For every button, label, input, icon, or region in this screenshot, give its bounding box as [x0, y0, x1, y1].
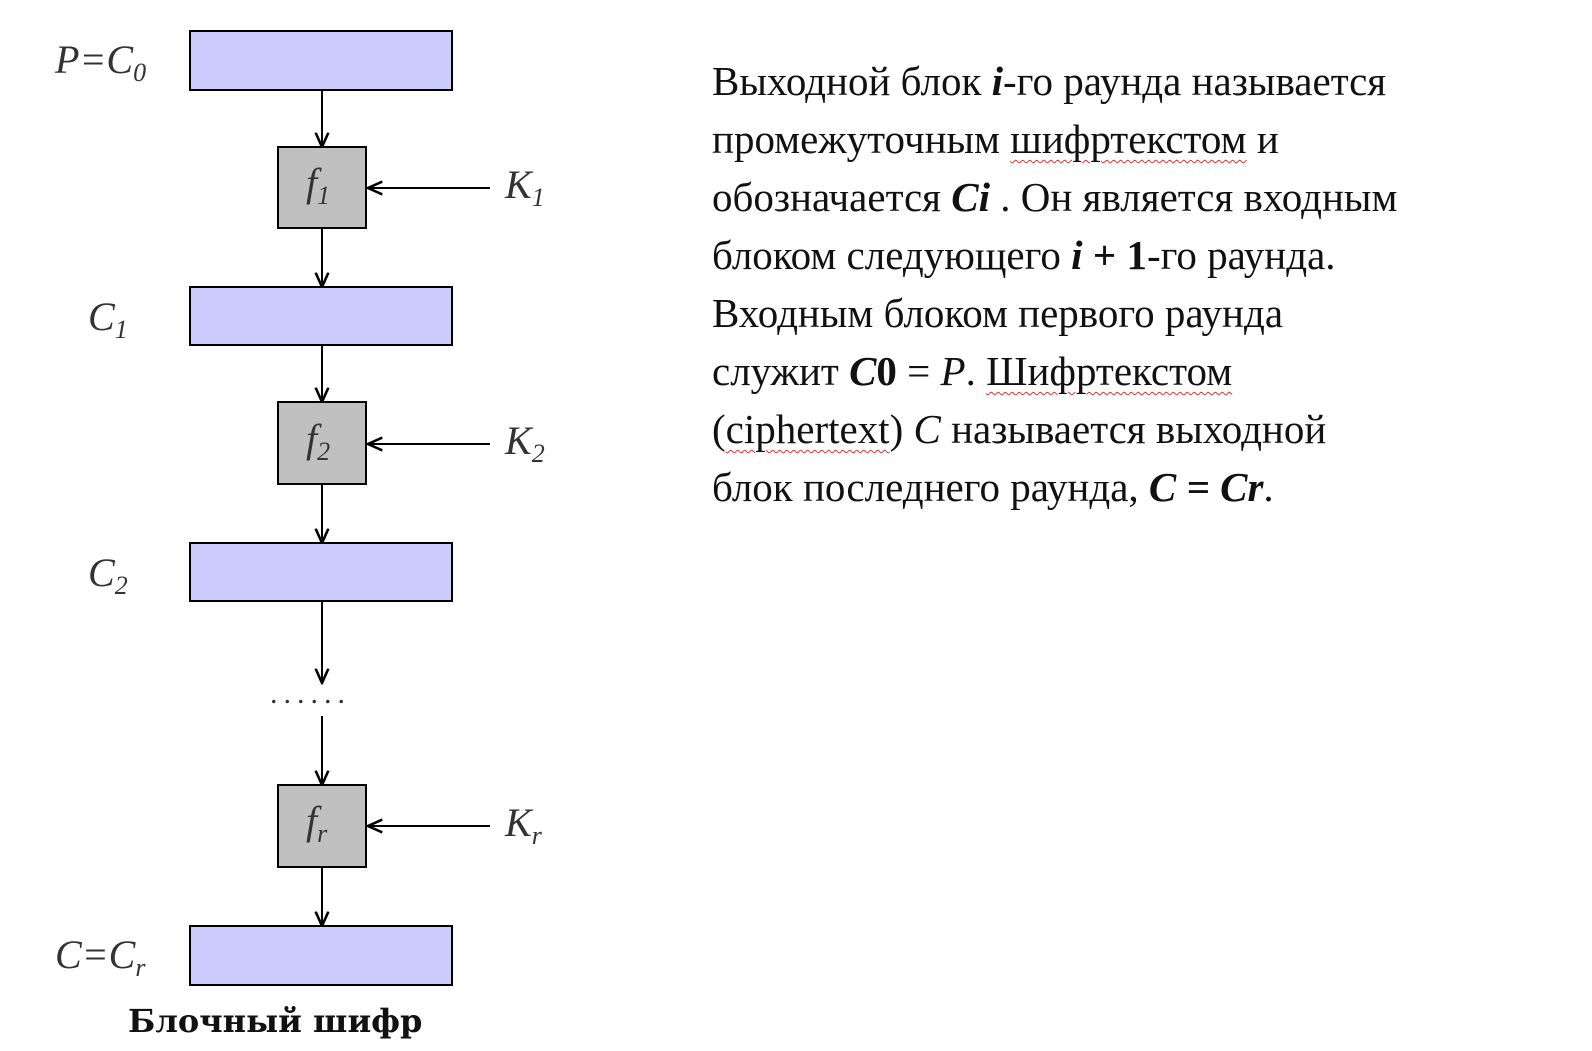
label-c-cr: C=Cr	[55, 932, 146, 982]
func-box-fr	[277, 784, 367, 868]
label-c1: C1	[88, 294, 128, 344]
ellipsis: ......	[270, 677, 351, 710]
key-label-k2: K2	[504, 418, 545, 468]
label-p-c0: P=C0	[54, 37, 146, 87]
desc-line-4: блоком следующего i + 1-го раунда.	[712, 232, 1336, 278]
func-box-f1	[277, 146, 367, 229]
func-box-f2	[277, 401, 367, 485]
desc-line-5: Входным блоком первого раунда	[712, 290, 1284, 336]
spellcheck-word: ciphertext	[725, 406, 890, 452]
diagram-caption: Блочный шифр	[128, 1002, 422, 1040]
block-c0	[189, 30, 453, 91]
desc-line-8: блок последнего раунда, C = Cr.	[712, 464, 1274, 510]
desc-line-7: (ciphertext) C называется выходной	[712, 406, 1327, 452]
block-cipher-diagram: P=C0 C1 C2 C=Cr f1 f2 fr K1 K2 Kr ......…	[54, 30, 545, 1040]
key-label-k1: K1	[504, 162, 545, 212]
spellcheck-word: шифртекстом	[1010, 116, 1247, 162]
key-label-kr: Kr	[504, 800, 543, 850]
key-arrows	[368, 188, 490, 826]
desc-line-1: Выходной блок i-го раунда называется	[712, 58, 1387, 104]
desc-line-3: обозначается Ci . Он является входным	[712, 174, 1398, 220]
spellcheck-word: Шифртекстом	[986, 348, 1233, 394]
description-text: Выходной блок i-го раунда называется про…	[712, 52, 1572, 516]
desc-line-2: промежуточным шифртекстом и	[712, 116, 1279, 162]
desc-line-6: служит C0 = P. Шифртекстом	[712, 348, 1233, 394]
block-c1	[189, 286, 453, 346]
label-c2: C2	[88, 550, 128, 600]
block-c2	[189, 542, 453, 602]
block-cr	[189, 925, 453, 986]
